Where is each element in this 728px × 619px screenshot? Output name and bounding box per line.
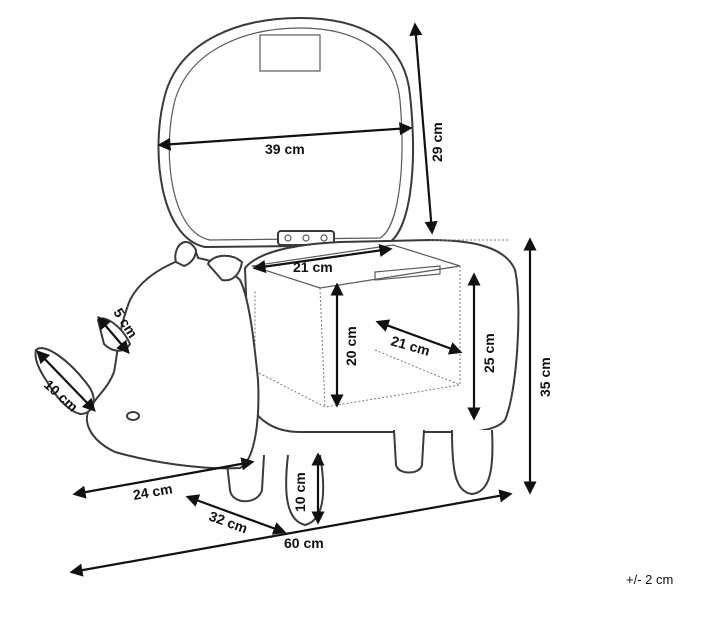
body-outline <box>244 239 520 433</box>
label-total-height: 35 cm <box>537 357 553 397</box>
label-leg-height: 10 cm <box>292 472 308 512</box>
dim-line-lid-width <box>157 122 413 151</box>
label-lid-width: 39 cm <box>265 141 305 157</box>
dim-line-storage-width <box>252 243 393 274</box>
label-head-length: 24 cm <box>132 480 174 503</box>
dim-line-ear <box>97 315 130 355</box>
lid-outline <box>157 17 414 248</box>
label-seat-height: 25 cm <box>481 333 497 373</box>
lid-label-patch <box>259 34 321 72</box>
dim-line-storage-depth <box>375 319 463 355</box>
tolerance-note: +/- 2 cm <box>626 572 674 587</box>
label-storage-height: 20 cm <box>343 326 359 366</box>
dim-line-lid-height <box>409 22 438 235</box>
dimension-lines <box>36 22 537 577</box>
legs <box>225 429 494 526</box>
label-storage-width: 21 cm <box>293 259 333 275</box>
rhino-head <box>34 241 260 470</box>
label-lid-height: 29 cm <box>429 122 445 162</box>
dim-line-horn <box>36 350 96 412</box>
dim-line-total-length <box>69 489 513 577</box>
label-total-length: 60 cm <box>284 535 324 551</box>
dim-line-head-length <box>72 457 255 499</box>
